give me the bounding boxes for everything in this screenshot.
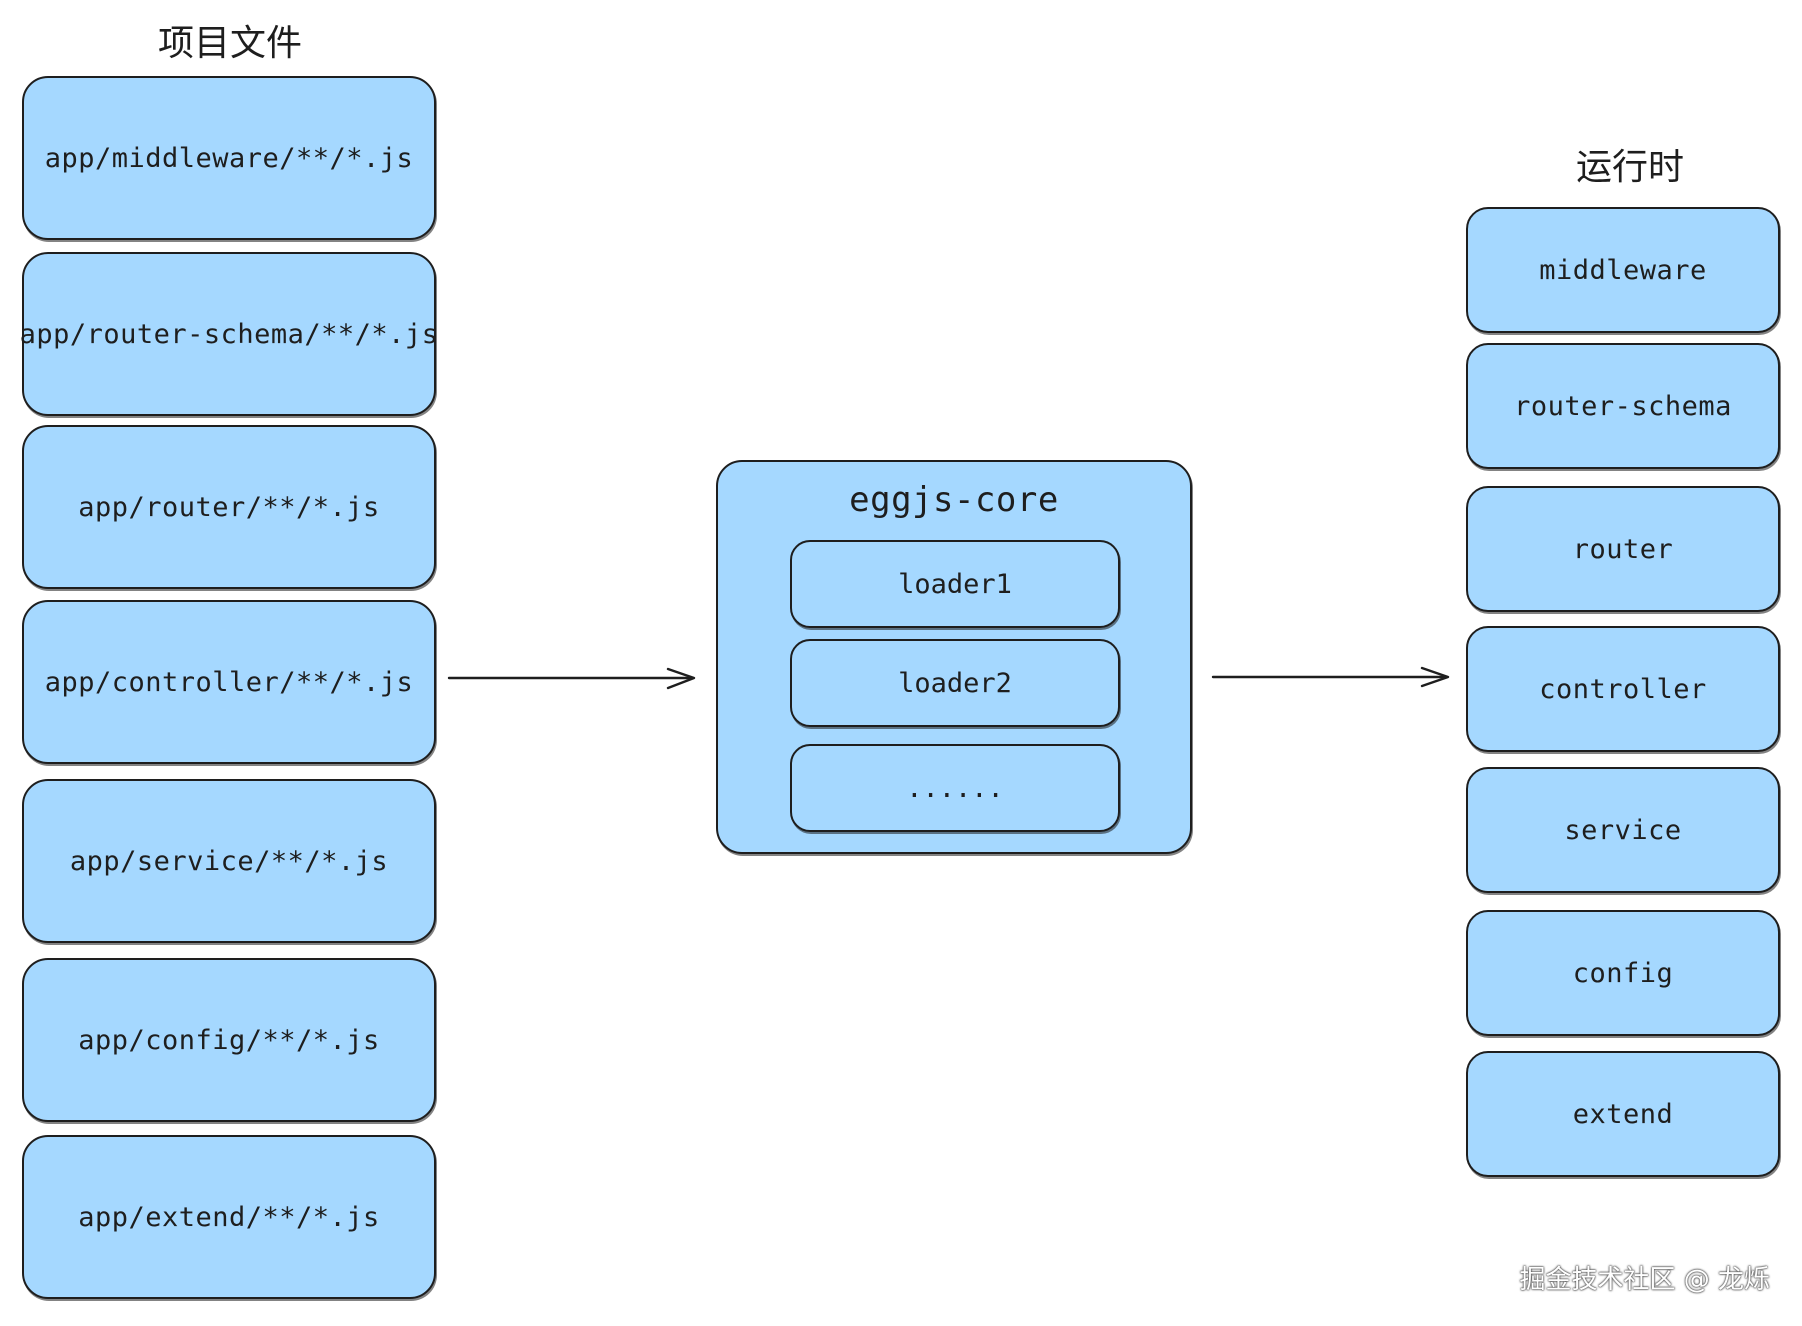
project-file-label: app/router/**/*.js [78, 491, 380, 523]
loader-box-more: ...... [790, 744, 1120, 832]
runtime-label: router-schema [1514, 390, 1732, 422]
loader-label: loader2 [898, 667, 1012, 699]
loader-label: ...... [906, 772, 1004, 804]
project-file-label: app/middleware/**/*.js [44, 142, 414, 174]
runtime-label: config [1572, 957, 1674, 989]
project-file-box-extend: app/extend/**/*.js [22, 1135, 436, 1299]
project-file-box-router-schema: app/router-schema/**/*.js [19, 252, 439, 416]
loader-box-2: loader2 [790, 639, 1120, 727]
runtime-title: 运行时 [1575, 147, 1684, 188]
runtime-label: middleware [1539, 254, 1707, 286]
arrow-files-to-core [447, 667, 696, 690]
project-file-label: app/extend/**/*.js [78, 1201, 380, 1233]
project-file-box-router: app/router/**/*.js [22, 425, 436, 589]
project-file-box-service: app/service/**/*.js [22, 779, 436, 943]
project-file-box-controller: app/controller/**/*.js [22, 600, 436, 764]
runtime-box-extend: extend [1466, 1051, 1780, 1177]
core-title: eggjs-core [849, 480, 1059, 520]
arrow-core-to-runtime [1211, 666, 1450, 688]
runtime-label: service [1564, 814, 1682, 846]
runtime-box-middleware: middleware [1466, 207, 1780, 333]
project-file-label: app/router-schema/**/*.js [19, 318, 439, 350]
runtime-box-config: config [1466, 910, 1780, 1036]
project-file-box-config: app/config/**/*.js [22, 958, 436, 1122]
runtime-box-router: router [1466, 486, 1780, 612]
runtime-box-service: service [1466, 767, 1780, 893]
loader-label: loader1 [898, 568, 1012, 600]
runtime-label: controller [1539, 673, 1707, 705]
project-file-box-middleware: app/middleware/**/*.js [22, 76, 436, 240]
loader-box-1: loader1 [790, 540, 1120, 628]
runtime-box-router-schema: router-schema [1466, 343, 1780, 469]
project-file-label: app/config/**/*.js [78, 1024, 380, 1056]
project-file-label: app/service/**/*.js [69, 845, 389, 877]
watermark: 掘金技术社区 @ 龙烁 [1519, 1265, 1770, 1295]
runtime-label: extend [1572, 1098, 1674, 1130]
runtime-label: router [1572, 533, 1674, 565]
eggjs-core-box: eggjs-core loader1 loader2 ...... [716, 460, 1192, 854]
project-files-title: 项目文件 [157, 23, 302, 64]
project-file-label: app/controller/**/*.js [44, 666, 414, 698]
runtime-box-controller: controller [1466, 626, 1780, 752]
